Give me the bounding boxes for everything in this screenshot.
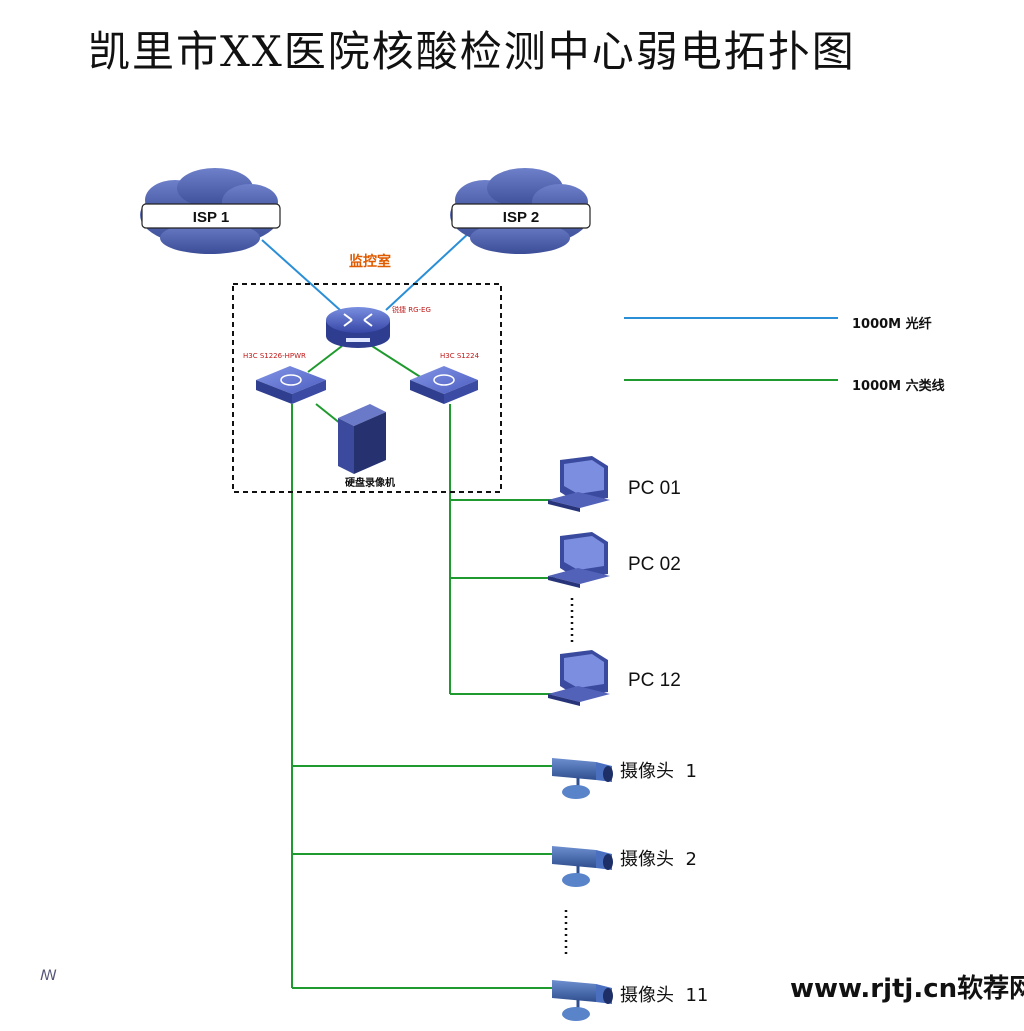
legend-fiber-label: 1000M 光纤 (852, 316, 932, 332)
pc-01: PC 01 (548, 456, 681, 512)
security-camera-icon (552, 980, 613, 1021)
camera-2-label: 摄像头 2 (620, 849, 697, 870)
link-router-switch1 (307, 345, 343, 373)
desktop-pc-icon (548, 532, 610, 588)
monitoring-room-label: 监控室 (349, 253, 391, 270)
pc-02-label: PC 02 (628, 554, 681, 575)
router-icon (326, 307, 390, 348)
page-title: 凯里市XX医院核酸检测中心弱电拓扑图 (88, 27, 856, 76)
isp-2-cloud: ISP 2 (450, 168, 591, 254)
switch-1: H3C S1226-HPWR (243, 352, 326, 404)
switch-2: H3C S1224 (410, 352, 480, 404)
server-tower-icon (338, 404, 386, 474)
fiber-link-isp2-router (385, 231, 471, 311)
camera-11: 摄像头 11 (552, 980, 708, 1021)
legend-cat6-label: 1000M 六类线 (852, 378, 945, 394)
fiber-links (261, 231, 471, 311)
pc-01-label: PC 01 (628, 478, 681, 499)
desktop-pc-icon (548, 456, 610, 512)
isp-1-cloud: ISP 1 (140, 168, 281, 254)
security-camera-icon (552, 758, 613, 799)
pc-02: PC 02 (548, 532, 681, 588)
monitoring-room-boundary (232, 283, 502, 493)
link-router-switch2 (371, 345, 423, 379)
camera-11-label: 摄像头 11 (620, 985, 708, 1006)
fiber-link-isp1-router (261, 239, 341, 311)
desktop-pc-icon (548, 650, 610, 706)
cat6-links (291, 345, 560, 989)
switch-2-label: H3C S1224 (440, 352, 480, 360)
isp-1-label: ISP 1 (193, 209, 229, 226)
router-label: 锐捷 RG-EG (392, 305, 431, 314)
switch-1-label: H3C S1226-HPWR (243, 352, 306, 360)
camera-2: 摄像头 2 (552, 846, 697, 887)
pc-12-label: PC 12 (628, 670, 681, 691)
pc-12: PC 12 (548, 650, 681, 706)
nvr: 硬盘录像机 (338, 404, 395, 489)
isp-2-label: ISP 2 (503, 209, 539, 226)
legend: 1000M 光纤 1000M 六类线 (624, 316, 945, 394)
camera-1: 摄像头 1 (552, 758, 697, 799)
switch-icon (256, 366, 326, 404)
router: 锐捷 RG-EG (326, 305, 431, 348)
watermark: www.rjtj.cn软荐网 (790, 974, 1024, 1004)
corner-mark: ꟿ (40, 968, 57, 984)
security-camera-icon (552, 846, 613, 887)
camera-1-label: 摄像头 1 (620, 761, 697, 782)
switch-icon (410, 366, 478, 404)
nvr-label: 硬盘录像机 (345, 476, 395, 489)
